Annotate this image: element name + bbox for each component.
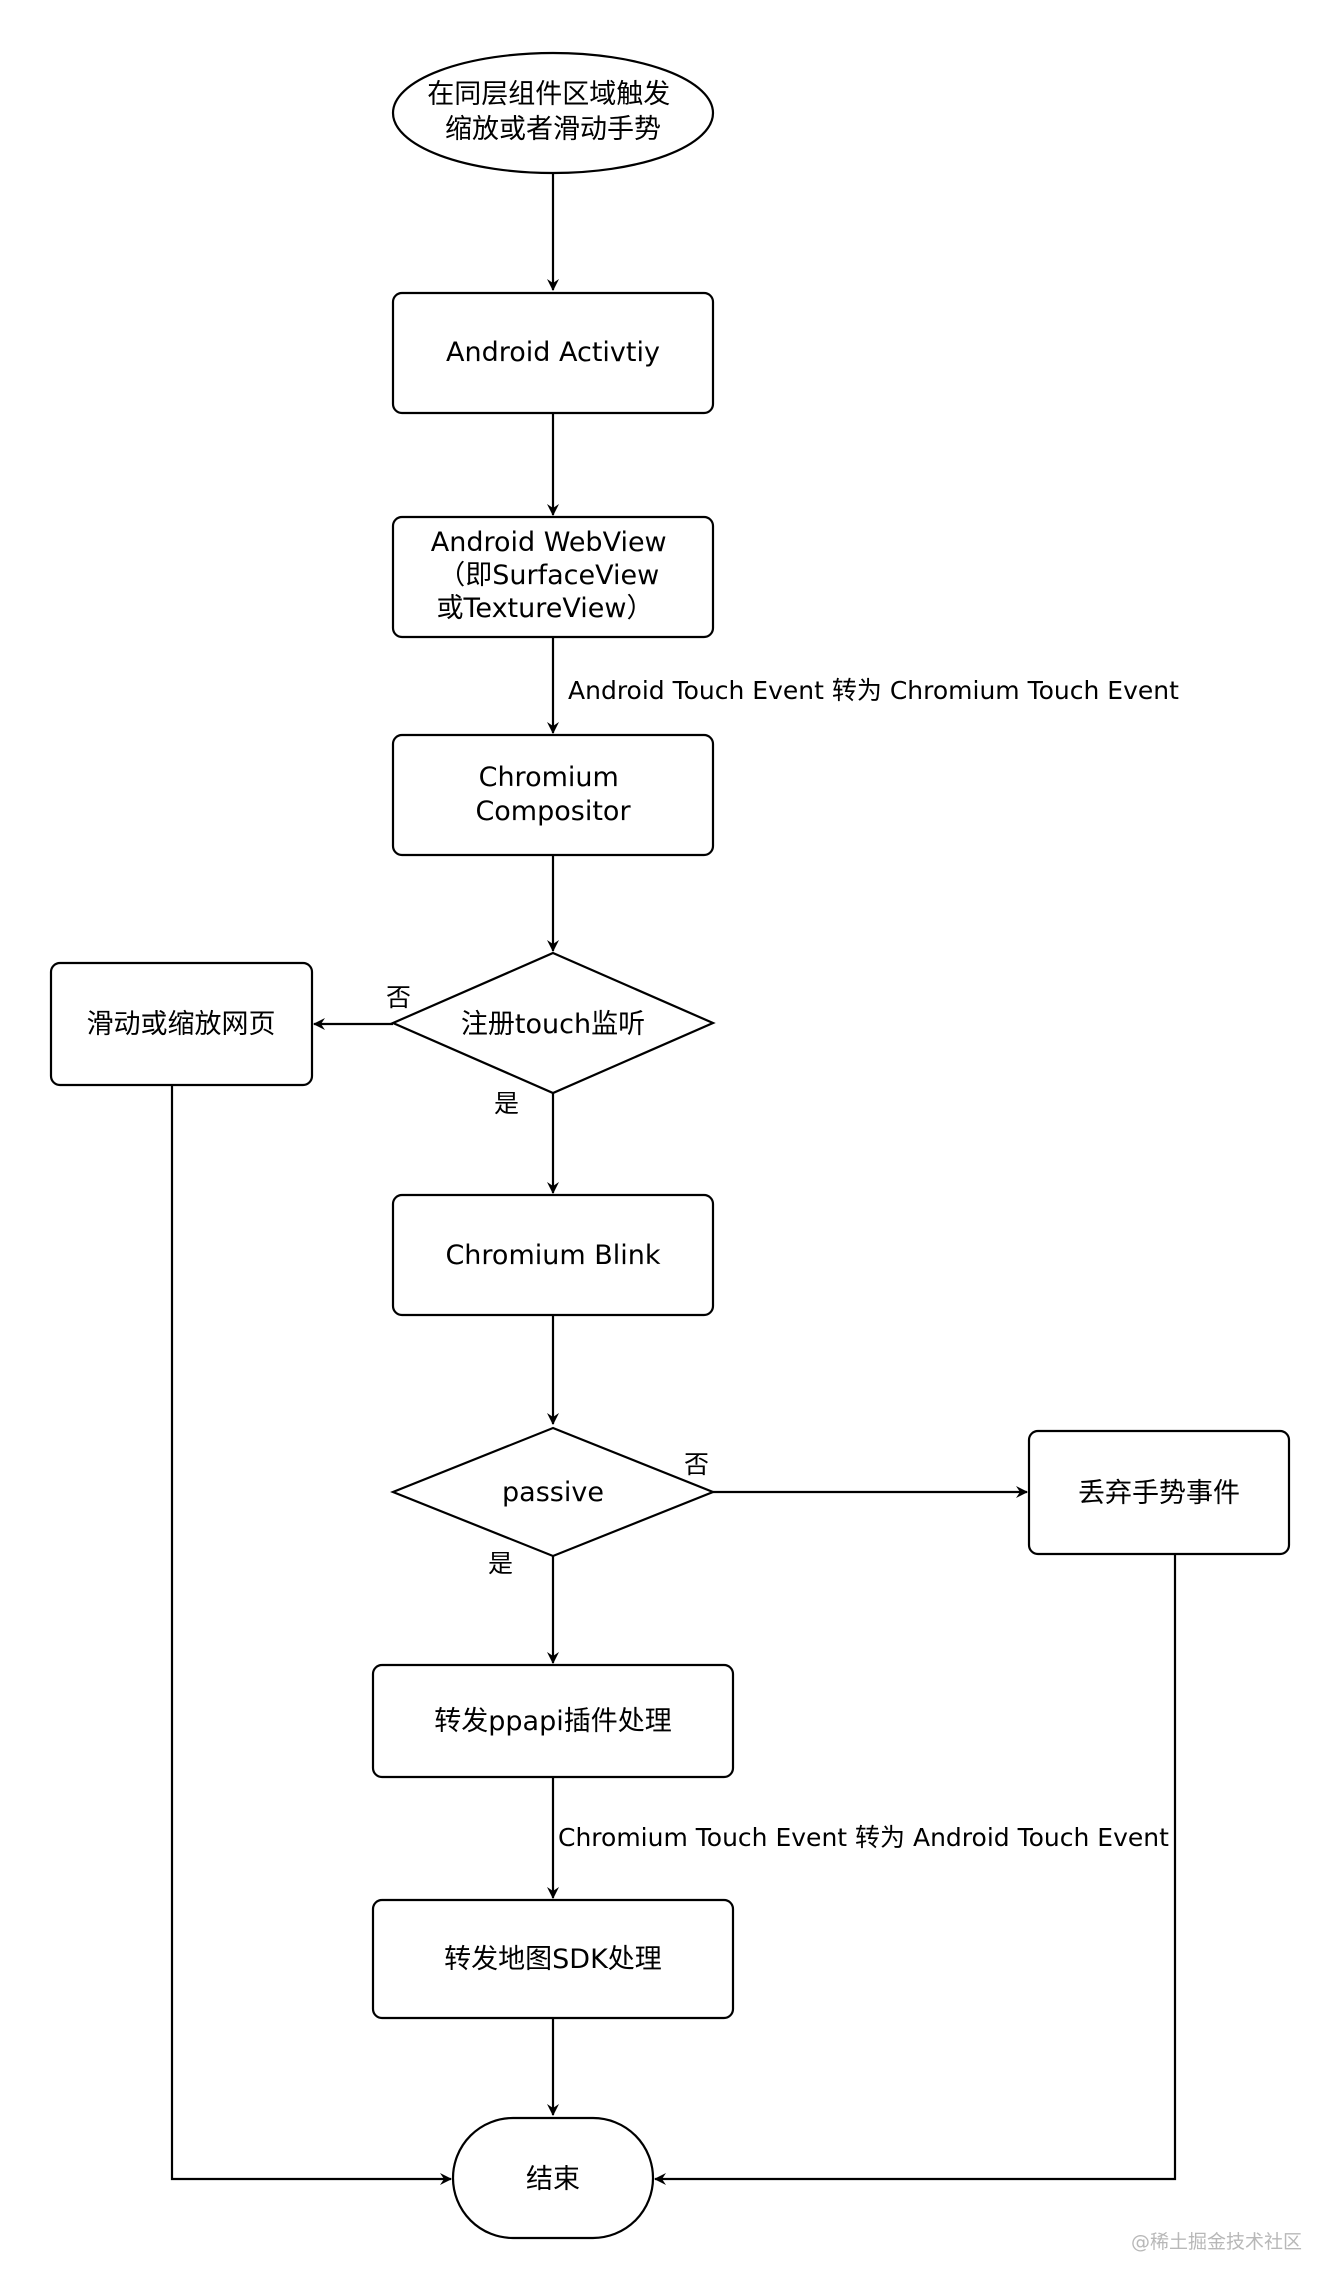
node-discard: 丢弃手势事件 [1027,1429,1291,1556]
touch-no-label: 否 [386,983,411,1012]
node-chromium-blink: Chromium Blink [391,1193,715,1317]
end-terminator [451,2116,655,2240]
node-start: 在同层组件区域触发 缩放或者滑动手势 [391,51,715,175]
node-passive-decision: passive [390,1426,716,1558]
scroll-page-label: 滑动或缩放网页 [87,1009,276,1040]
node-map-sdk: 转发地图SDK处理 [371,1898,735,2020]
edge-discard-to-end [654,1554,1177,2185]
passive-decision-diamond [390,1426,716,1558]
start-line-2: 缩放或者滑动手势 [445,114,661,145]
ppapi-box [371,1663,735,1779]
map-sdk-box [371,1898,735,2020]
android-to-chromium-label: Android Touch Event 转为 Chromium Touch Ev… [568,676,1179,705]
webview-line-3: 或TextureView） [437,593,654,624]
compositor-box [391,733,715,857]
compositor-line-1: Chromium [479,762,619,793]
touch-yes-label: 是 [494,1089,519,1118]
chromium-to-android-label: Chromium Touch Event 转为 Android Touch Ev… [558,1823,1169,1852]
passive-yes-label: 是 [488,1549,513,1578]
touch-decision-diamond [390,951,716,1095]
activity-label: Android Activtiy [446,337,660,368]
ppapi-label: 转发ppapi插件处理 [434,1706,671,1737]
watermark: @稀土掘金技术社区 [1131,2231,1302,2253]
touch-decision-label: 注册touch监听 [461,1009,645,1040]
edge-scroll-to-end [170,1085,452,2185]
discard-label: 丢弃手势事件 [1078,1478,1240,1509]
svg-text:在同层组件区域触发 缩放或者滑动手势: 在同层组件区域触发 缩放或者滑动手势 [427,79,679,145]
node-android-webview: Android WebView （即SurfaceView 或TextureVi… [391,515,715,639]
webview-line-2: （即SurfaceView [438,560,659,591]
scroll-page-box [49,961,314,1087]
passive-decision-label: passive [502,1477,604,1508]
discard-box [1027,1429,1291,1556]
map-sdk-label: 转发地图SDK处理 [444,1944,662,1975]
node-android-activity: Android Activtiy [391,291,715,415]
edges [170,173,1177,2185]
activity-box [391,291,715,415]
webview-box [391,515,715,639]
blink-box [391,1193,715,1317]
compositor-line-2: Compositor [475,796,631,827]
node-touch-decision: 注册touch监听 [390,951,716,1095]
blink-label: Chromium Blink [445,1240,660,1271]
webview-line-1: Android WebView [431,527,667,558]
edge-labels: Android Touch Event 转为 Chromium Touch Ev… [386,676,1179,1852]
node-chromium-compositor: Chromium Compositor [391,733,715,857]
start-ellipse [391,51,715,175]
svg-text:Chromium Compositor: Chromium Compositor [475,762,631,827]
passive-no-label: 否 [684,1450,709,1479]
node-ppapi: 转发ppapi插件处理 [371,1663,735,1779]
node-end: 结束 [451,2116,655,2240]
end-label: 结束 [526,2164,580,2195]
svg-text:Android WebView （即Surfac: Android WebView （即SurfaceView 或TextureVi… [431,527,676,624]
start-line-1: 在同层组件区域触发 [427,79,670,110]
node-scroll-page: 滑动或缩放网页 [49,961,314,1087]
